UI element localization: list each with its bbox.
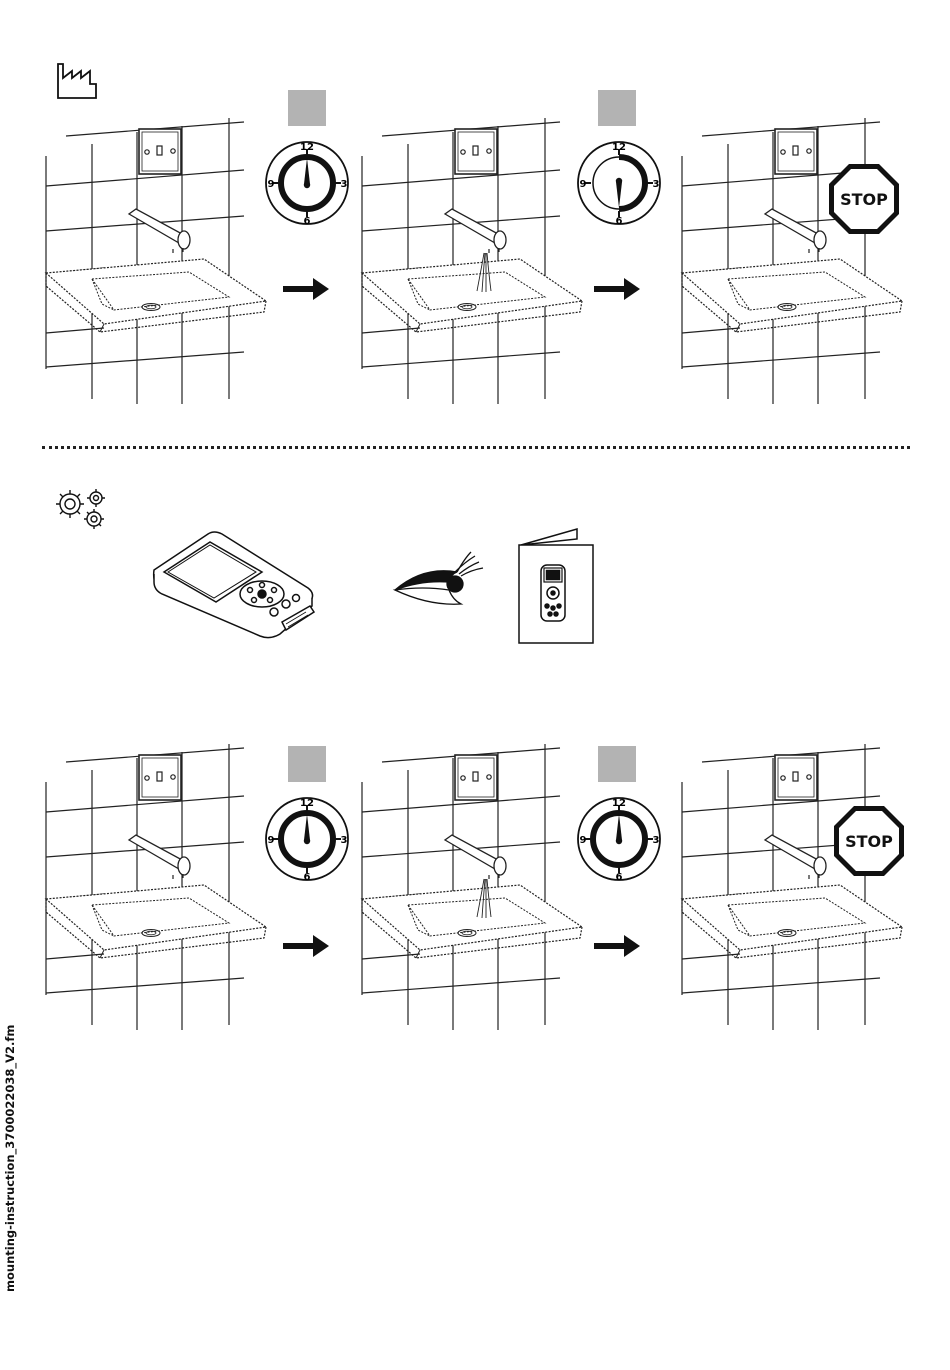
clock-label-12: 12	[300, 142, 314, 153]
gray-indicator-box	[288, 746, 326, 782]
clock-label-12: 12	[300, 798, 314, 809]
basin-scene-idle	[44, 740, 274, 1030]
arrow-right-icon	[283, 277, 331, 301]
factory-icon	[56, 60, 98, 100]
clock-label-6: 6	[304, 216, 311, 227]
basin-scene-stopped	[680, 114, 910, 404]
clock-label-12: 12	[612, 798, 626, 809]
clock-label-9: 9	[268, 179, 275, 190]
basin-scene-idle	[44, 114, 274, 404]
gears-icon	[54, 488, 112, 530]
clock-label-3: 3	[341, 835, 348, 846]
stop-sign-icon: STOP	[827, 162, 901, 236]
clock-label-6: 6	[304, 872, 311, 883]
document-filename: mounting-instruction_3700022038_V2.fm	[3, 1025, 17, 1292]
clock-label-3: 3	[341, 179, 348, 190]
arrow-right-icon	[594, 277, 642, 301]
arrow-right-icon	[594, 934, 642, 958]
gray-indicator-box	[598, 90, 636, 126]
clock-label-3: 3	[653, 179, 660, 190]
eye-icon	[393, 548, 485, 608]
clock-icon: 12 3 6 9	[264, 796, 350, 882]
gray-indicator-box	[598, 746, 636, 782]
clock-label-6: 6	[616, 216, 623, 227]
clock-label-6: 6	[616, 872, 623, 883]
clock-icon: 12 3 6 9	[576, 796, 662, 882]
stop-sign-icon: STOP	[832, 804, 906, 878]
manual-booklet-icon	[517, 527, 597, 647]
basin-scene-stopped	[680, 740, 910, 1030]
stop-label: STOP	[845, 832, 893, 851]
gray-indicator-box	[288, 90, 326, 126]
clock-label-9: 9	[580, 179, 587, 190]
arrow-right-icon	[283, 934, 331, 958]
clock-label-12: 12	[612, 142, 626, 153]
clock-label-9: 9	[268, 835, 275, 846]
clock-icon: 12 3 6 9	[264, 140, 350, 226]
clock-label-9: 9	[580, 835, 587, 846]
section-divider	[42, 446, 910, 449]
stop-label: STOP	[840, 190, 888, 209]
remote-control-icon	[150, 530, 322, 640]
clock-icon: 12 3 6 9	[576, 140, 662, 226]
water-stream	[474, 876, 494, 922]
clock-label-3: 3	[653, 835, 660, 846]
water-stream	[474, 250, 494, 296]
